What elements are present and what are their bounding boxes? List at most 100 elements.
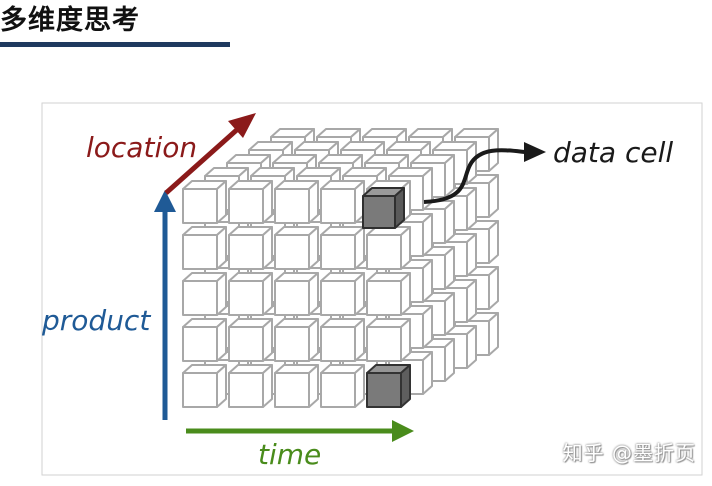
location-axis-arrow [164, 113, 256, 195]
cube-cell [182, 226, 227, 270]
cell-front-face [320, 234, 356, 270]
highlight-front-face [362, 195, 396, 229]
cell-side-face [488, 220, 499, 264]
cell-side-face [216, 364, 227, 408]
slide-title: 多维度思考 [0, 5, 140, 36]
cell-side-face [354, 364, 365, 408]
cell-front-face [228, 372, 264, 408]
cell-front-face [228, 188, 264, 224]
cell-side-face [466, 187, 477, 231]
product-axis-arrow [154, 190, 176, 420]
cell-side-face [262, 180, 273, 224]
cube-cell [182, 364, 227, 408]
cube-cell [366, 318, 411, 362]
cube-cell [274, 180, 319, 224]
cell-side-face [466, 325, 477, 369]
time-axis-arrow [186, 420, 414, 442]
cube-cell [320, 180, 365, 224]
cell-side-face [444, 200, 455, 244]
cell-side-face [422, 213, 433, 257]
cell-front-face [366, 326, 402, 362]
cell-side-face [422, 305, 433, 349]
cell-front-face [366, 280, 402, 316]
product-axis-label: product [41, 304, 151, 337]
highlight-side-face [394, 187, 405, 229]
cell-side-face [444, 246, 455, 290]
cell-side-face [400, 364, 411, 408]
cell-side-face [488, 312, 499, 356]
cell-front-face [320, 188, 356, 224]
cell-front-face [274, 188, 310, 224]
cell-side-face [262, 364, 273, 408]
cell-side-face [354, 318, 365, 362]
cube-cell [182, 318, 227, 362]
cell-side-face [354, 272, 365, 316]
cell-side-face [466, 279, 477, 323]
cell-front-face [228, 280, 264, 316]
cell-side-face [216, 180, 227, 224]
data-cell-highlight [362, 187, 405, 229]
cell-side-face [262, 272, 273, 316]
watermark-text: 知乎 @墨折页 [562, 441, 696, 465]
cell-side-face [488, 266, 499, 310]
cell-side-face [308, 180, 319, 224]
cube-cell [228, 272, 273, 316]
cube-cell [228, 226, 273, 270]
data-cell-label: data cell [553, 136, 673, 169]
cube-cell [182, 272, 227, 316]
cell-front-face [274, 326, 310, 362]
cube-cell [274, 272, 319, 316]
cube-cell [274, 226, 319, 270]
cell-front-face [320, 280, 356, 316]
cell-side-face [216, 272, 227, 316]
cube-cell [182, 180, 227, 224]
cell-front-face [182, 234, 218, 270]
cube-cell [320, 272, 365, 316]
cell-front-face [366, 372, 402, 408]
cube-cell [366, 226, 411, 270]
data-cell-callout-arrow [423, 142, 546, 204]
cell-side-face [444, 338, 455, 382]
cell-side-face [308, 318, 319, 362]
cell-side-face [400, 272, 411, 316]
cell-front-face [274, 234, 310, 270]
cell-front-face [228, 234, 264, 270]
cube-cell [228, 318, 273, 362]
cube-cell [320, 364, 365, 408]
cell-front-face [182, 372, 218, 408]
location-axis-label: location [86, 131, 197, 164]
cube-cell [228, 180, 273, 224]
cube-cell [366, 272, 411, 316]
cube-cell [274, 364, 319, 408]
cell-front-face [182, 326, 218, 362]
cell-side-face [308, 226, 319, 270]
cell-side-face [488, 174, 499, 218]
cell-front-face [182, 188, 218, 224]
cube-cell [274, 318, 319, 362]
cube-cell [320, 226, 365, 270]
title-underline [0, 42, 230, 47]
cell-side-face [400, 318, 411, 362]
cell-front-face [320, 372, 356, 408]
cell-side-face [216, 318, 227, 362]
cube-cell [228, 364, 273, 408]
cell-front-face [182, 280, 218, 316]
cell-side-face [354, 226, 365, 270]
cell-side-face [422, 259, 433, 303]
cell-side-face [444, 154, 455, 198]
cell-side-face [466, 233, 477, 277]
cell-side-face [422, 351, 433, 395]
cell-front-face [274, 372, 310, 408]
cell-side-face [444, 292, 455, 336]
cell-front-face [228, 326, 264, 362]
cube-cell [320, 318, 365, 362]
cell-side-face [216, 226, 227, 270]
cell-front-face [366, 234, 402, 270]
highlighted-data-cell [366, 364, 411, 408]
cell-side-face [308, 364, 319, 408]
cell-front-face [274, 280, 310, 316]
cell-side-face [400, 226, 411, 270]
cell-side-face [262, 226, 273, 270]
cell-side-face [262, 318, 273, 362]
